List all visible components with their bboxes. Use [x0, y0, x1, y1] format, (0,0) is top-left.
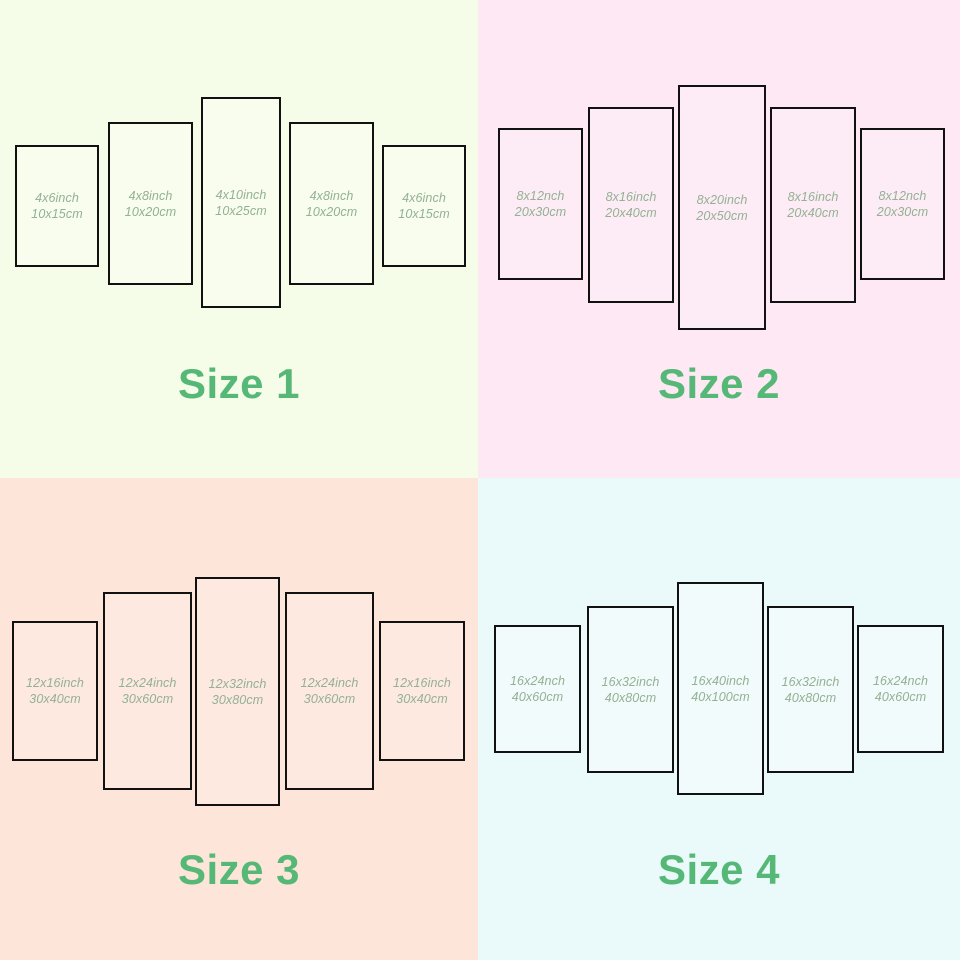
panel-size-cm: 30x60cm: [303, 692, 356, 706]
panel-size-inch: 4x10inch: [215, 187, 267, 202]
panel-size-cm: 30x60cm: [121, 692, 174, 706]
panel-size-label: 12x24inch 30x60cm: [301, 675, 359, 707]
panel-size-cm: 10x15cm: [31, 207, 83, 221]
canvas-panel[interactable]: 8x12nch 20x30cm: [860, 128, 945, 280]
panel-size-cm: 20x50cm: [696, 208, 748, 223]
size-title-size-1: Size 1: [177, 360, 301, 407]
panel-size-cm: 10x25cm: [215, 203, 267, 218]
panel-size-cm: 30x80cm: [211, 692, 264, 707]
canvas-panel[interactable]: 16x24nch 40x60cm: [494, 625, 581, 753]
panel-size-cm: 20x40cm: [605, 206, 657, 220]
panel-size-inch: 8x16inch: [605, 190, 657, 204]
size-title-size-4: Size 4: [657, 846, 781, 893]
panel-size-cm: 20x40cm: [787, 206, 839, 220]
panel-size-inch: 12x24inch: [118, 676, 177, 690]
panel-size-cm: 40x80cm: [784, 690, 837, 705]
canvas-panel[interactable]: 8x16inch 20x40cm: [770, 107, 856, 303]
panel-size-inch: 8x12nch: [516, 189, 565, 203]
panel-size-cm: 30x40cm: [29, 692, 81, 706]
panel-size-cm: 40x100cm: [691, 689, 750, 704]
panel-size-cm: 40x60cm: [511, 690, 564, 704]
panel-size-inch: 16x24nch: [509, 674, 565, 688]
canvas-panel[interactable]: 16x24nch 40x60cm: [857, 625, 944, 753]
canvas-panel[interactable]: 12x16inch 30x40cm: [12, 621, 98, 761]
panel-size-label: 8x12nch 20x30cm: [515, 188, 566, 220]
panel-size-label: 16x24nch 40x60cm: [873, 673, 928, 705]
canvas-panel[interactable]: 12x24inch 30x60cm: [285, 592, 374, 790]
canvas-panel[interactable]: 4x6inch 10x15cm: [15, 145, 99, 267]
canvas-panel[interactable]: 12x24inch 30x60cm: [103, 592, 192, 790]
panel-size-cm: 30x40cm: [396, 692, 448, 706]
panel-size-inch: 4x6inch: [402, 191, 446, 205]
panel-size-cm: 10x20cm: [305, 204, 358, 219]
quadrant-size-3: 12x16inch 30x40cm 12x24inch 30x60cm 12x32inc…: [0, 478, 478, 960]
panel-size-label: 8x16inch 20x40cm: [787, 189, 838, 221]
panel-size-label: 12x24inch 30x60cm: [119, 675, 177, 707]
panel-size-inch: 16x32inch: [781, 674, 840, 689]
panel-size-inch: 16x40inch: [691, 673, 750, 688]
panel-size-cm: 10x20cm: [124, 204, 177, 219]
panel-size-label: 4x6inch 10x15cm: [398, 190, 449, 222]
panel-size-label: 4x6inch 10x15cm: [31, 190, 82, 222]
size-title-size-2: Size 2: [657, 360, 781, 407]
panel-size-label: 12x16inch 30x40cm: [26, 675, 84, 707]
panel-size-label: 16x24nch 40x60cm: [510, 673, 565, 705]
panel-size-inch: 8x20inch: [696, 192, 748, 207]
panel-size-label: 8x12nch 20x30cm: [877, 188, 928, 220]
panel-size-inch: 8x16inch: [787, 190, 839, 204]
panel-size-cm: 40x80cm: [604, 690, 657, 705]
panel-size-inch: 12x16inch: [393, 676, 451, 690]
canvas-panel[interactable]: 4x6inch 10x15cm: [382, 145, 466, 267]
panel-size-inch: 8x12nch: [878, 189, 927, 203]
canvas-panel[interactable]: 8x16inch 20x40cm: [588, 107, 674, 303]
panel-size-cm: 40x60cm: [874, 690, 927, 704]
panel-size-inch: 12x24inch: [300, 676, 359, 690]
canvas-panel[interactable]: 8x12nch 20x30cm: [498, 128, 583, 280]
panel-size-inch: 4x8inch: [128, 188, 173, 203]
panel-size-cm: 10x15cm: [398, 207, 450, 221]
panel-size-inch: 16x32inch: [601, 674, 660, 689]
canvas-panel[interactable]: 12x16inch 30x40cm: [379, 621, 465, 761]
panel-size-label: 8x16inch 20x40cm: [605, 189, 656, 221]
panel-size-inch: 16x24nch: [872, 674, 928, 688]
panel-size-inch: 4x6inch: [35, 191, 79, 205]
panel-size-cm: 20x30cm: [514, 205, 567, 219]
panel-size-label: 12x16inch 30x40cm: [393, 675, 451, 707]
panel-size-inch: 12x32inch: [208, 676, 267, 691]
panel-size-cm: 20x30cm: [876, 205, 929, 219]
size-title-size-3: Size 3: [177, 846, 301, 893]
panel-size-inch: 12x16inch: [26, 676, 84, 690]
panel-size-inch: 4x8inch: [309, 188, 354, 203]
